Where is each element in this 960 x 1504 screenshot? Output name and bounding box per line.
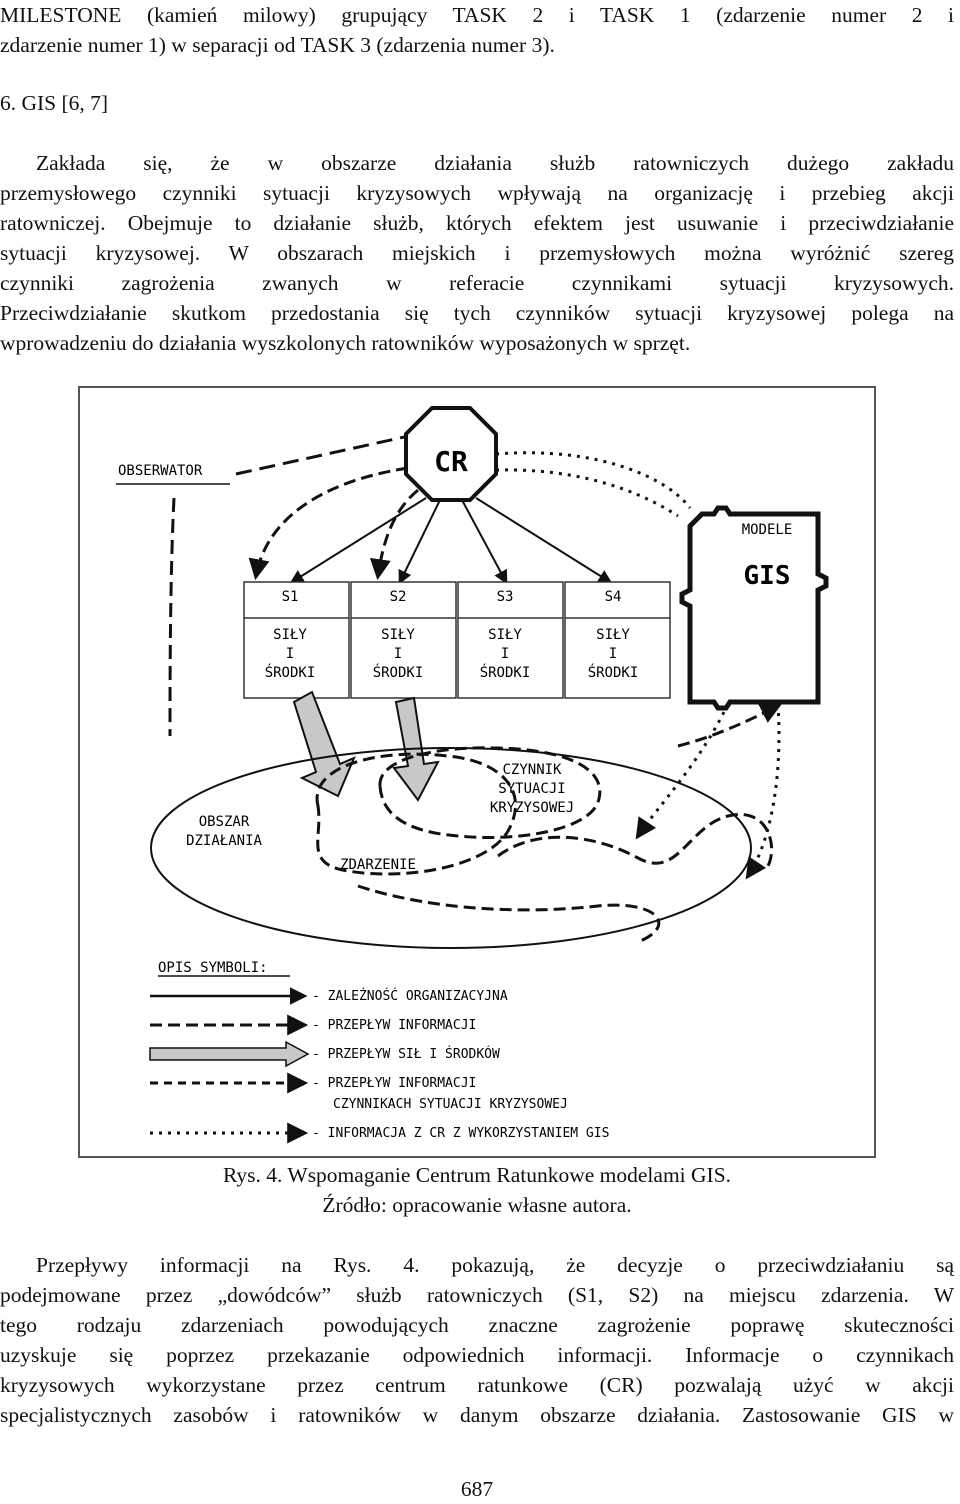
- station-line: SIŁY: [596, 627, 630, 643]
- station-line: SIŁY: [381, 627, 415, 643]
- station-line: I: [501, 646, 509, 662]
- area-label: OBSZAR: [199, 814, 250, 830]
- text-line: Przeciwdziałanie skutkom przedostania si…: [0, 301, 954, 325]
- station-line: I: [286, 646, 294, 662]
- info-flow-arrow: [677, 704, 782, 748]
- gis-info-arrow: [635, 703, 730, 840]
- org-dependency-arrow: [398, 499, 441, 585]
- figure-frame: [78, 386, 876, 1158]
- info-flow-arrow: [248, 466, 409, 581]
- figure-diagram: OBSERWATOR CR MODELE GIS S1 SIŁY I ŚRODK…: [78, 386, 876, 1158]
- event-boundary: [315, 752, 517, 876]
- crisis-propagation-line: [357, 884, 661, 944]
- text-line: uzyskuje się poprzez przekazanie odpowie…: [0, 1343, 954, 1367]
- crisis-propagation-line: [497, 812, 774, 867]
- text-line: MILESTONE (kamień milowy) grupujący TASK…: [0, 3, 954, 27]
- text-line: sytuacji kryzysowej. W obszarach miejski…: [0, 241, 954, 265]
- station-id: S4: [605, 589, 622, 605]
- observer-label: OBSERWATOR: [118, 463, 203, 479]
- cr-label: CR: [434, 445, 468, 478]
- figure-source: Źródło: opracowanie własne autora.: [322, 1193, 632, 1217]
- cr-octagon: [404, 406, 498, 502]
- crisis-factor-label: SYTUACJI: [498, 781, 565, 797]
- text-line: wprowadzeniu do działania wyszkolonych r…: [0, 331, 691, 355]
- org-dependency-arrow: [461, 499, 508, 585]
- gis-top-label: MODELE: [742, 522, 793, 538]
- station-line: ŚRODKI: [588, 663, 639, 681]
- gis-main-label: GIS: [744, 561, 791, 591]
- legend-swatch-forces: [149, 1040, 310, 1068]
- station-line: ŚRODKI: [480, 663, 531, 681]
- text-line: specjalistycznych zasobów i ratowników w…: [0, 1403, 954, 1427]
- paragraph-2: Przepływy informacji na Rys. 4. pokazują…: [0, 1250, 954, 1430]
- crisis-factor-label: KRYZYSOWEJ: [490, 800, 574, 816]
- text-line: przemysłowego czynniki sytuacji kryzysow…: [0, 181, 954, 205]
- text-line: Zakłada się, że w obszarze działania słu…: [36, 151, 954, 175]
- info-flow-arrow: [369, 488, 419, 581]
- station-line: I: [394, 646, 402, 662]
- operating-area-ellipse: [150, 747, 752, 949]
- org-dependency-arrow: [475, 497, 613, 584]
- station-s2: S2 SIŁY I ŚRODKI: [350, 581, 457, 699]
- intro-paragraph: MILESTONE (kamień milowy) grupujący TASK…: [0, 0, 954, 60]
- text-line: ratowniczej. Obejmuje to działanie służb…: [0, 211, 954, 235]
- text-line: kryzysowych wykorzystane przez centrum r…: [0, 1373, 954, 1397]
- cr-gis-info-link: [495, 468, 679, 518]
- text-line: tego rodzaju zdarzeniach powodujących zn…: [0, 1313, 954, 1337]
- text-line: podejmowane przez „dowódców” służb ratow…: [0, 1283, 954, 1307]
- station-s4: S4 SIŁY I ŚRODKI: [564, 581, 671, 699]
- station-line: I: [609, 646, 617, 662]
- org-dependency-arrow: [289, 497, 427, 584]
- figure-caption: Rys. 4. Wspomaganie Centrum Ratunkowe mo…: [222, 1163, 732, 1187]
- cr-gis-info-link: [495, 451, 692, 509]
- gis-info-arrow: [745, 703, 781, 880]
- station-line: SIŁY: [273, 627, 307, 643]
- text-line: Przepływy informacji na Rys. 4. pokazują…: [36, 1253, 954, 1277]
- crisis-factor-boundary: [378, 746, 602, 839]
- crisis-factor-label: CZYNNIK: [502, 762, 562, 778]
- paragraph-1: Zakłada się, że w obszarze działania słu…: [0, 148, 954, 358]
- station-line: SIŁY: [488, 627, 522, 643]
- legend-item: CZYNNIKACH SYTUACJI KRYZYSOWEJ: [333, 1097, 568, 1112]
- station-id: S3: [497, 589, 514, 605]
- area-label: DZIAŁANIA: [186, 833, 262, 849]
- section-heading: 6. GIS [6, 7]: [0, 91, 109, 115]
- station-s3: S3 SIŁY I ŚRODKI: [457, 581, 564, 699]
- info-flow-arrow: [168, 497, 176, 737]
- station-id: S1: [282, 589, 299, 605]
- legend-item: - PRZEPŁYW SIŁ I ŚRODKÓW: [312, 1046, 500, 1062]
- station-line: ŚRODKI: [373, 663, 424, 681]
- legend-item: - INFORMACJA Z CR Z WYKORZYSTANIEM GIS: [312, 1126, 609, 1141]
- info-flow-arrow: [235, 432, 419, 476]
- station-id: S2: [390, 589, 407, 605]
- legend-item: - PRZEPŁYW INFORMACJI: [312, 1076, 476, 1091]
- legend-title: OPIS SYMBOLI:: [158, 960, 268, 976]
- text-line: zdarzenie numer 1) w separacji od TASK 3…: [0, 33, 555, 57]
- legend-item: - ZALEŻNOŚĆ ORGANIZACYJNA: [312, 988, 508, 1004]
- gis-models-box: [679, 505, 829, 711]
- event-label: ZDARZENIE: [340, 857, 416, 873]
- text-line: czynniki zagrożenia zwanych w referacie …: [0, 271, 954, 295]
- page-number: 687: [460, 1477, 494, 1501]
- legend-item: - PRZEPŁYW INFORMACJI: [312, 1018, 476, 1033]
- station-s1: S1 SIŁY I ŚRODKI: [243, 581, 350, 699]
- station-line: ŚRODKI: [265, 663, 316, 681]
